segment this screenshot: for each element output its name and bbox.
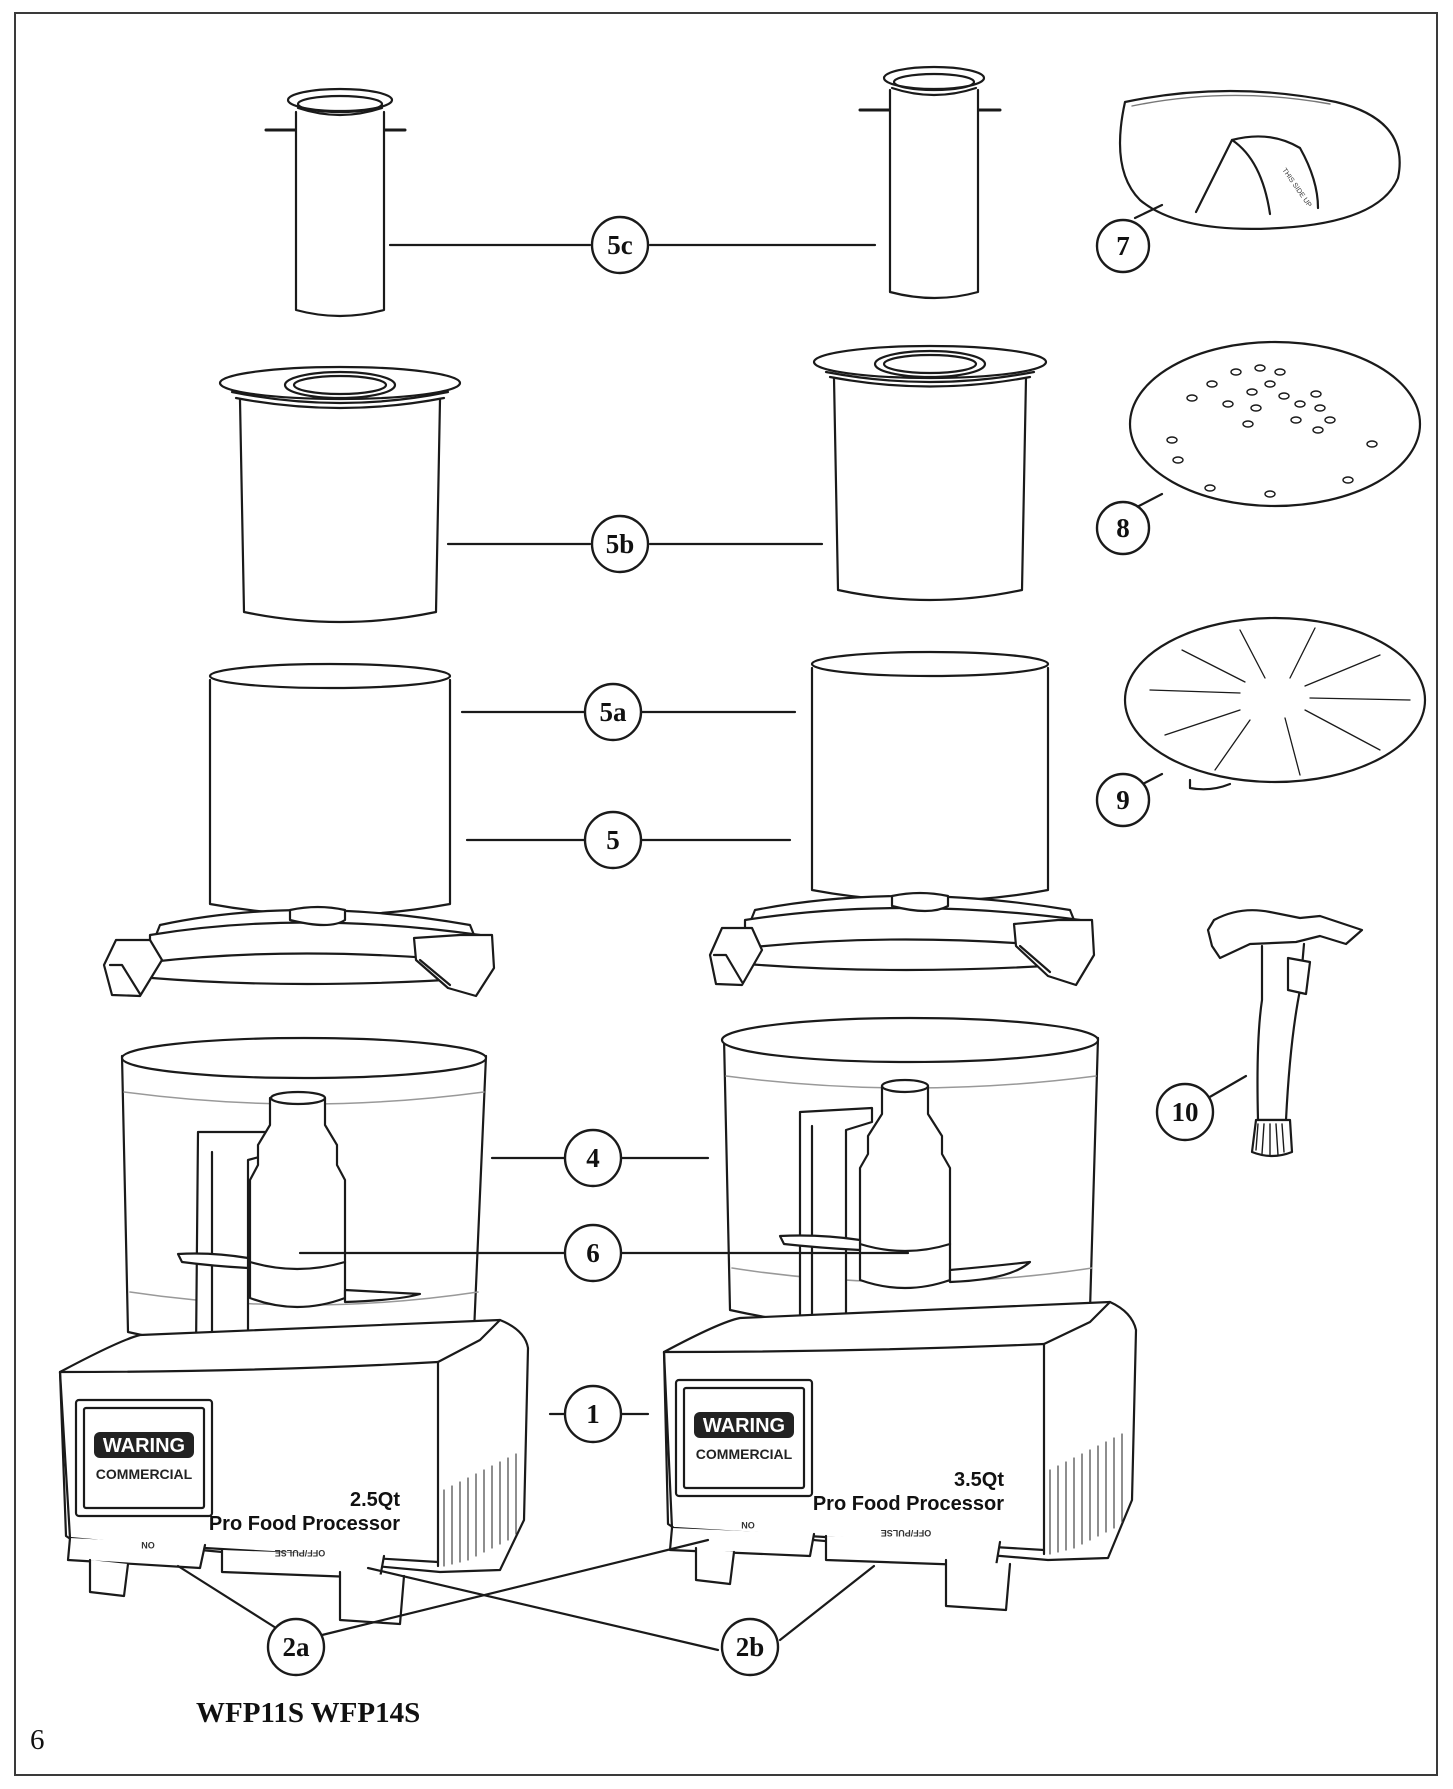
large-pusher-left	[218, 365, 462, 624]
svg-text:2a: 2a	[283, 1632, 311, 1662]
callout-2a: 2a	[266, 1617, 326, 1677]
callout-2b: 2b	[720, 1617, 780, 1677]
svg-text:5c: 5c	[607, 230, 633, 260]
callout-10: 10	[1155, 1082, 1215, 1142]
svg-text:10: 10	[1172, 1097, 1199, 1127]
bowl-left	[120, 1036, 488, 1354]
brand-plate-right: WARING COMMERCIAL	[694, 1412, 794, 1462]
page-frame	[14, 12, 1438, 1776]
large-pusher-right	[812, 344, 1048, 602]
brand-sub-right: COMMERCIAL	[696, 1446, 793, 1462]
capacity-right: 3.5Qt	[954, 1469, 1004, 1491]
base-left	[58, 1318, 530, 1626]
svg-text:7: 7	[1116, 231, 1130, 261]
svg-text:8: 8	[1116, 513, 1130, 543]
small-pusher-right	[858, 65, 1002, 300]
svg-text:5: 5	[606, 825, 620, 855]
svg-text:6: 6	[586, 1238, 600, 1268]
disc-7-side-label: THIS SIDE UP	[1280, 167, 1312, 209]
disc-8	[1128, 340, 1422, 508]
callout-7: 7	[1095, 218, 1151, 274]
disc-7	[1118, 89, 1401, 230]
brand-name-right: WARING	[703, 1415, 785, 1437]
base-right	[662, 1300, 1138, 1612]
brand-plate-left: WARING COMMERCIAL	[94, 1432, 194, 1482]
lid-left	[102, 662, 496, 998]
product-name-left: Pro Food Processor	[209, 1513, 400, 1535]
svg-text:4: 4	[586, 1143, 600, 1173]
on-switch-label-left: ON	[141, 1540, 155, 1550]
small-pusher-left	[264, 87, 407, 318]
callout-5b: 5b	[590, 514, 650, 574]
callout-5c: 5c	[590, 215, 650, 275]
callout-5a: 5a	[583, 682, 643, 742]
product-name-right: Pro Food Processor	[813, 1493, 1004, 1515]
svg-text:5b: 5b	[606, 529, 635, 559]
off-switch-label-right: OFF/PULSE	[881, 1528, 932, 1538]
shaft-10	[1206, 909, 1364, 1158]
callout-5: 5	[583, 810, 643, 870]
svg-text:2b: 2b	[736, 1632, 765, 1662]
svg-text:9: 9	[1116, 785, 1130, 815]
callout-1: 1	[563, 1384, 623, 1444]
svg-text:1: 1	[586, 1399, 600, 1429]
capacity-left: 2.5Qt	[350, 1489, 400, 1511]
off-switch-label-left: OFF/PULSE	[275, 1548, 326, 1558]
page-number: 6	[30, 1724, 45, 1756]
svg-text:5a: 5a	[600, 697, 628, 727]
lid-right	[708, 650, 1096, 987]
brand-name-left: WARING	[103, 1435, 185, 1457]
callout-4: 4	[563, 1128, 623, 1188]
brand-sub-left: COMMERCIAL	[96, 1466, 193, 1482]
on-switch-label-right: ON	[741, 1520, 755, 1530]
disc-9	[1123, 616, 1427, 791]
callout-8: 8	[1095, 500, 1151, 556]
bowl-right	[720, 1016, 1100, 1336]
callout-6: 6	[563, 1223, 623, 1283]
callout-9: 9	[1095, 772, 1151, 828]
model-numbers: WFP11S WFP14S	[196, 1697, 421, 1729]
callout-badges: 5c 5b 5a 5 4 6 1 2a	[266, 215, 1215, 1677]
